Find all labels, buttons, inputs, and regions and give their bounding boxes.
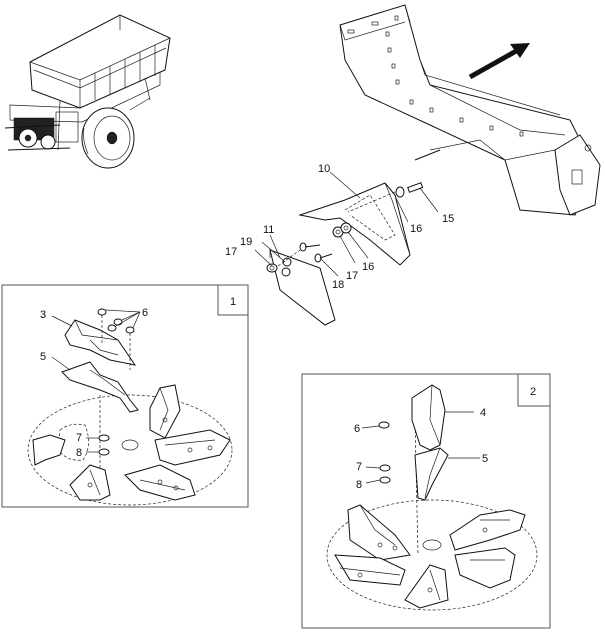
callout-6: 6 <box>354 423 360 435</box>
disc-vane <box>334 504 526 609</box>
washer-nut-7-8 <box>86 434 110 456</box>
callout-19: 19 <box>240 236 252 248</box>
bolt-6 <box>97 308 141 370</box>
callout-leaders <box>254 171 439 277</box>
callout-17: 17 <box>225 246 237 258</box>
vane-3 <box>64 319 137 366</box>
inset-2-badge: 2 <box>530 386 536 398</box>
callout-8: 8 <box>76 447 82 459</box>
callout-10: 10 <box>318 163 330 175</box>
arrow-icon <box>468 43 530 80</box>
callout-4: 4 <box>480 407 486 419</box>
spreader-machine-illustration <box>4 14 171 169</box>
vane-5 <box>61 361 139 413</box>
nut-19 <box>266 257 292 277</box>
callout-15: 15 <box>442 213 454 225</box>
side-bracket <box>554 134 601 216</box>
deflector-assembly <box>266 182 424 326</box>
callout-8: 8 <box>356 479 362 491</box>
callout-17: 17 <box>346 270 358 282</box>
spreader-mechanism <box>4 99 79 151</box>
callout-5: 5 <box>482 453 488 465</box>
disc-vane <box>32 384 231 501</box>
spinner-disc <box>27 394 233 506</box>
washer-16-17 <box>332 222 352 238</box>
washer-nut-7-8 <box>365 464 391 484</box>
bolt-6 <box>361 421 390 429</box>
vane-5 <box>414 447 480 501</box>
inset-2: 2 <box>301 373 551 629</box>
vane-4 <box>411 384 474 451</box>
callout-6: 6 <box>142 307 148 319</box>
callout-7: 7 <box>76 432 82 444</box>
callout-3: 3 <box>40 309 46 321</box>
wheel <box>81 107 135 169</box>
callout-18: 18 <box>332 279 344 291</box>
bolt-15 <box>395 182 424 198</box>
inset-1-badge: 1 <box>230 296 236 308</box>
rivet-holes <box>347 15 524 137</box>
callout-7: 7 <box>356 461 362 473</box>
callout-5: 5 <box>40 351 46 363</box>
bolt-18 <box>299 242 333 263</box>
callout-16: 16 <box>410 223 422 235</box>
callout-11: 11 <box>263 224 274 236</box>
spinner-disc <box>326 499 538 611</box>
callout-16: 16 <box>362 261 374 273</box>
hopper-rear-section <box>339 4 601 216</box>
inset-1: 1 <box>1 284 249 508</box>
